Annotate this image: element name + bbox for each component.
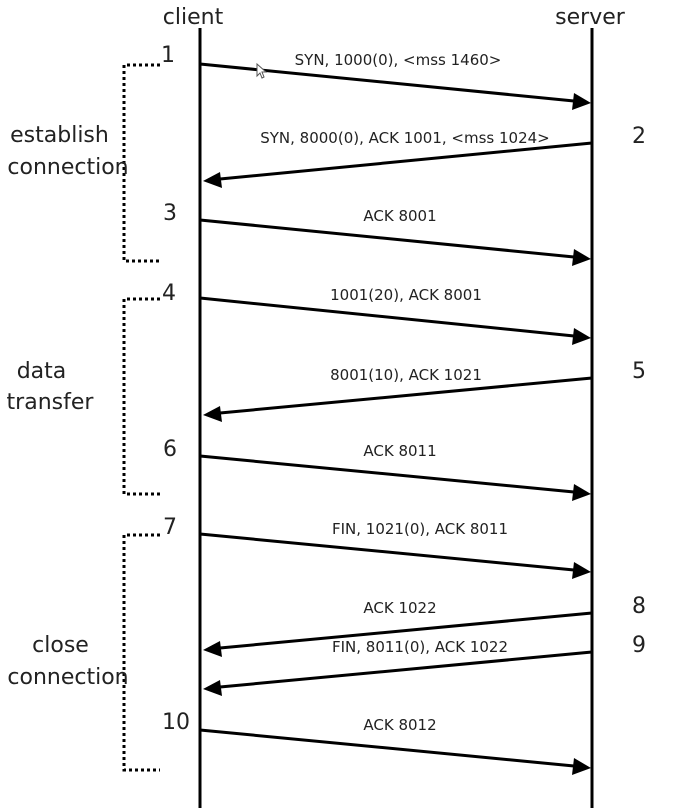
phase-label-close-line1: close: [32, 633, 89, 658]
message-7-step: 7: [163, 515, 177, 540]
message-6: 6 ACK 8011: [163, 437, 591, 501]
message-9: 9 FIN, 8011(0), ACK 1022: [203, 633, 646, 696]
message-8-line: [219, 611, 593, 650]
phase-label-establish: establish connection: [7, 123, 128, 180]
message-3: 3 ACK 8001: [163, 201, 591, 266]
message-9-label: FIN, 8011(0), ACK 1022: [332, 638, 508, 656]
message-8: 8 ACK 1022: [203, 594, 646, 657]
message-9-step: 9: [632, 633, 646, 658]
message-5-line: [219, 376, 593, 415]
message-4-step: 4: [162, 281, 176, 306]
phase-label-close: close connection: [7, 633, 128, 690]
message-6-line: [199, 454, 575, 494]
server-label: server: [555, 5, 626, 30]
client-label: client: [163, 5, 224, 30]
message-1-step: 1: [161, 43, 175, 68]
message-6-arrowhead: [572, 484, 591, 501]
message-10-step: 10: [162, 710, 190, 735]
message-7-arrowhead: [572, 562, 591, 579]
message-5-arrowhead: [203, 406, 222, 422]
message-1-line: [199, 62, 575, 103]
message-3-line: [199, 218, 575, 259]
message-6-step: 6: [163, 437, 177, 462]
message-2-arrowhead: [203, 172, 222, 188]
message-10-arrowhead: [572, 758, 591, 775]
message-4: 4 1001(20), ACK 8001: [162, 281, 591, 345]
message-3-arrowhead: [572, 249, 591, 266]
message-3-step: 3: [163, 201, 177, 226]
message-3-label: ACK 8001: [363, 207, 436, 225]
message-4-label: 1001(20), ACK 8001: [330, 286, 482, 304]
message-7-line: [199, 532, 575, 572]
message-2-line: [219, 141, 593, 181]
message-7: 7 FIN, 1021(0), ACK 8011: [163, 515, 591, 579]
phase-bracket-close: [122, 533, 160, 772]
phase-bracket-establish: [122, 63, 160, 263]
message-8-step: 8: [632, 594, 646, 619]
message-7-label: FIN, 1021(0), ACK 8011: [332, 520, 508, 538]
message-9-line: [219, 650, 593, 689]
message-8-label: ACK 1022: [363, 599, 436, 617]
phase-label-establish-line1: establish: [10, 123, 109, 148]
phase-label-data-transfer-line2: transfer: [7, 390, 95, 415]
message-4-arrowhead: [572, 328, 591, 345]
message-5-label: 8001(10), ACK 1021: [330, 366, 482, 384]
message-1: 1 SYN, 1000(0), <mss 1460>: [161, 43, 591, 110]
message-2-step: 2: [632, 124, 646, 149]
message-10: 10 ACK 8012: [162, 710, 591, 775]
message-2: 2 SYN, 8000(0), ACK 1001, <mss 1024>: [203, 124, 646, 188]
message-5: 5 8001(10), ACK 1021: [203, 359, 646, 422]
message-8-arrowhead: [203, 641, 222, 657]
message-6-label: ACK 8011: [363, 442, 436, 460]
phase-label-establish-line2: connection: [7, 155, 128, 180]
message-2-label: SYN, 8000(0), ACK 1001, <mss 1024>: [260, 129, 550, 147]
phase-label-data-transfer-line1: data: [17, 359, 67, 384]
phase-label-data-transfer: data transfer: [7, 359, 95, 415]
message-1-label: SYN, 1000(0), <mss 1460>: [295, 51, 502, 69]
message-4-line: [199, 296, 575, 338]
phase-bracket-data-transfer: [122, 297, 160, 496]
message-10-line: [199, 728, 575, 768]
message-5-step: 5: [632, 359, 646, 384]
message-10-label: ACK 8012: [363, 716, 436, 734]
phase-label-close-line2: connection: [7, 665, 128, 690]
message-9-arrowhead: [203, 680, 222, 696]
mouse-cursor-icon: [256, 62, 268, 79]
message-1-arrowhead: [572, 93, 591, 110]
